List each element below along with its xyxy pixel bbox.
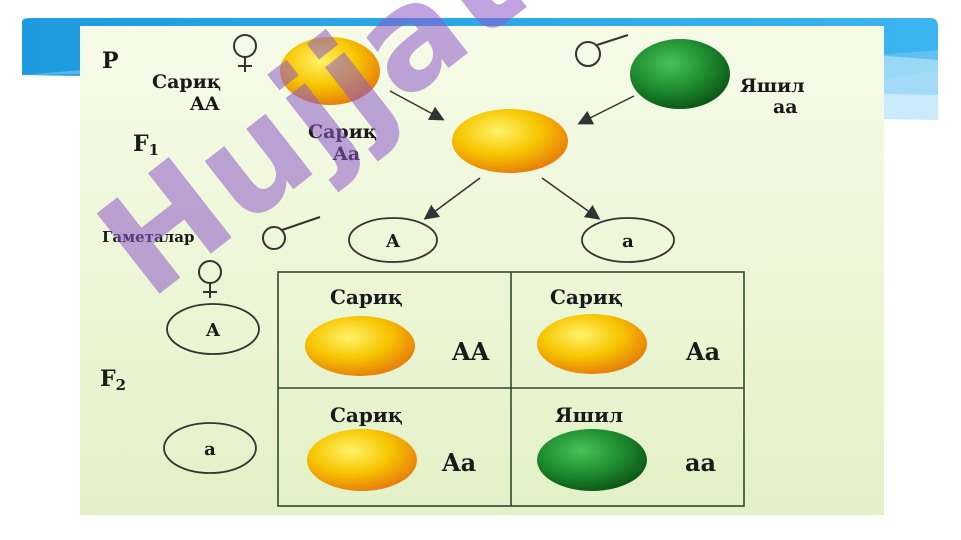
punnett-cell-2-pea <box>537 314 647 374</box>
punnett-cell-2-name: Сариқ <box>550 285 623 309</box>
gamete-male-1-label: A <box>385 231 401 252</box>
parent-male-genotype: aa <box>773 96 798 118</box>
parent-male-pea <box>630 39 730 109</box>
arrow-f1-to-gamete-a-dominant <box>423 177 481 220</box>
parent-female-pea <box>280 37 380 105</box>
arrow-female-to-f1 <box>389 90 445 121</box>
parent-female-name: Сариқ <box>152 71 221 93</box>
f1-name: Сариқ <box>308 121 377 143</box>
punnett-square <box>277 271 745 507</box>
gamete-male-symbol <box>262 216 321 250</box>
label-parent-generation: P <box>102 48 119 74</box>
punnett-cell-1-name: Сариқ <box>330 285 403 309</box>
punnett-cell-4-pea <box>537 429 647 491</box>
punnett-cell-2-genotype: Aa <box>685 337 720 366</box>
gametes-label: Гаметалар <box>102 228 194 246</box>
gamete-female-symbol <box>198 260 222 298</box>
parent-female-genotype: AA <box>189 93 220 115</box>
punnett-cell-1-genotype: AA <box>451 337 490 366</box>
gamete-male-2-label: a <box>622 231 634 252</box>
f1-pea <box>452 109 568 173</box>
gamete-female-2 <box>163 422 257 474</box>
label-f2-generation: F2 <box>100 366 126 394</box>
gamete-male-1 <box>348 217 438 263</box>
gamete-female-1-label: A <box>205 320 221 341</box>
punnett-cell-3-name: Сариқ <box>330 403 403 427</box>
punnett-cell-3-pea <box>307 429 417 491</box>
f1-genotype: Aa <box>332 143 360 165</box>
monohybrid-cross-diagram: P Сариқ AA Яшил aa F1 Сариқ Aa Гаметалар <box>100 34 805 507</box>
diagram-panel: P Сариқ AA Яшил aa F1 Сариқ Aa Гаметалар <box>80 26 884 515</box>
label-f1-generation: F1 <box>133 131 159 159</box>
gamete-female-2-label: a <box>204 439 216 460</box>
punnett-cell-1-pea <box>305 316 415 376</box>
male-symbol <box>575 34 629 67</box>
punnett-cell-3-genotype: Aa <box>441 448 476 477</box>
parent-male-name: Яшил <box>740 75 805 97</box>
gamete-female-1 <box>166 303 260 355</box>
punnett-cell-4-genotype: aa <box>685 448 716 477</box>
arrow-f1-to-gamete-a-recessive <box>541 177 601 220</box>
gamete-male-2 <box>581 217 675 263</box>
punnett-cell-4-name: Яшил <box>555 403 623 427</box>
female-symbol <box>233 34 257 72</box>
arrow-male-to-f1 <box>577 95 635 125</box>
